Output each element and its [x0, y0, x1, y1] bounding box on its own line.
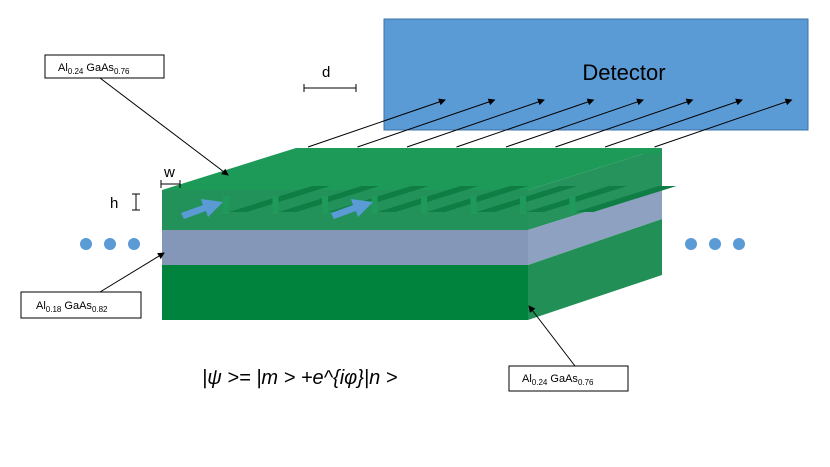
barrier-layer-front [162, 230, 528, 265]
continuation-dots-right [685, 238, 745, 250]
label-top-left: Al0.24 GaAs0.76 [44, 54, 229, 176]
dimension-d: d [303, 64, 357, 92]
label-bottom-left-sub1: 0.18 [46, 305, 62, 314]
dot [80, 238, 92, 250]
emission-arrow [555, 98, 694, 148]
label-bottom-left-base2: GaAs [61, 300, 92, 312]
continuation-dots-left [80, 238, 140, 250]
emission-arrow [456, 98, 595, 148]
barrier-layer-side [528, 188, 662, 265]
wavefunction-equation: |ψ >= |m > +e^{iφ}|n > [202, 367, 397, 389]
grating-ridge [421, 196, 427, 214]
label-top-left-sub2: 0.76 [114, 67, 130, 76]
detector-label: Detector [582, 60, 665, 85]
label-bottom-left: Al0.18 GaAs0.82 [20, 252, 165, 319]
grating-ridge [322, 196, 328, 214]
grating-groove [476, 185, 578, 212]
label-top-left-pointer [99, 77, 229, 176]
top-layer-side [528, 148, 662, 230]
emission-arrow [307, 98, 446, 148]
label-bottom-right-pointer [528, 305, 576, 367]
emission-arrow [654, 98, 793, 148]
svg-text:Al0.18 GaAs0.82: Al0.18 GaAs0.82 [36, 300, 108, 314]
grating-ridge-back [642, 148, 661, 154]
emission-arrows [307, 98, 793, 148]
label-bottom-left-base1: Al [36, 300, 46, 312]
emission-arrow [604, 98, 743, 148]
grating-groove [575, 185, 677, 212]
detector: Detector [383, 18, 809, 131]
svg-text:Al0.24 GaAs0.76: Al0.24 GaAs0.76 [522, 373, 594, 387]
grating-ridge [470, 196, 477, 214]
bottom-layer-front [162, 265, 528, 320]
grating-groove [427, 185, 529, 212]
grating-ridge-back [345, 148, 364, 154]
label-bottom-right-base2: GaAs [547, 373, 578, 385]
grating-ridge-back [494, 148, 512, 154]
emission-arrow [357, 98, 496, 148]
dimension-w-label: w [163, 164, 175, 181]
grating-ridge [569, 196, 576, 214]
grating-ridge-back [395, 148, 413, 154]
grating [223, 148, 677, 214]
grating-ridge [272, 196, 279, 214]
label-top-left-base1: Al [58, 62, 68, 74]
label-bottom-right-sub2: 0.76 [578, 378, 594, 387]
grating-ridge-back [444, 148, 463, 154]
grating-groove [229, 185, 331, 212]
dot [733, 238, 745, 250]
propagation-arrow [181, 199, 223, 219]
grating-groove [526, 185, 628, 212]
grating-groove [278, 185, 380, 212]
propagation-arrows [181, 199, 373, 219]
grating-ridge-back [593, 148, 611, 154]
heterostructure-block [162, 148, 677, 320]
label-bottom-right-sub1: 0.24 [532, 378, 548, 387]
dot [128, 238, 140, 250]
dimension-w: w [160, 164, 181, 188]
grating-groove [377, 185, 479, 212]
propagation-arrow [331, 199, 373, 219]
label-bottom-right-base1: Al [522, 373, 532, 385]
dimension-h-label: h [110, 195, 118, 212]
dimension-h: h [110, 193, 140, 212]
dot [685, 238, 697, 250]
grating-ridge [371, 196, 378, 214]
label-bottom-left-pointer [99, 252, 165, 293]
grating-ridge-back [296, 148, 314, 154]
emission-arrow [505, 98, 644, 148]
bottom-layer-side [528, 219, 662, 320]
label-bottom-right: Al0.24 GaAs0.76 [508, 305, 629, 392]
label-top-left-base2: GaAs [83, 62, 114, 74]
dot [104, 238, 116, 250]
top-surface [162, 148, 662, 190]
label-bottom-left-sub2: 0.82 [92, 305, 108, 314]
dot [709, 238, 721, 250]
detector-box [383, 18, 809, 131]
dimension-d-label: d [322, 64, 330, 81]
grating-ridge [520, 196, 526, 214]
grating-ridge-back [543, 148, 562, 154]
grating-ridge [223, 196, 229, 214]
label-top-left-sub1: 0.24 [68, 67, 84, 76]
svg-text:Al0.24 GaAs0.76: Al0.24 GaAs0.76 [58, 62, 130, 76]
emission-arrow [406, 98, 545, 148]
